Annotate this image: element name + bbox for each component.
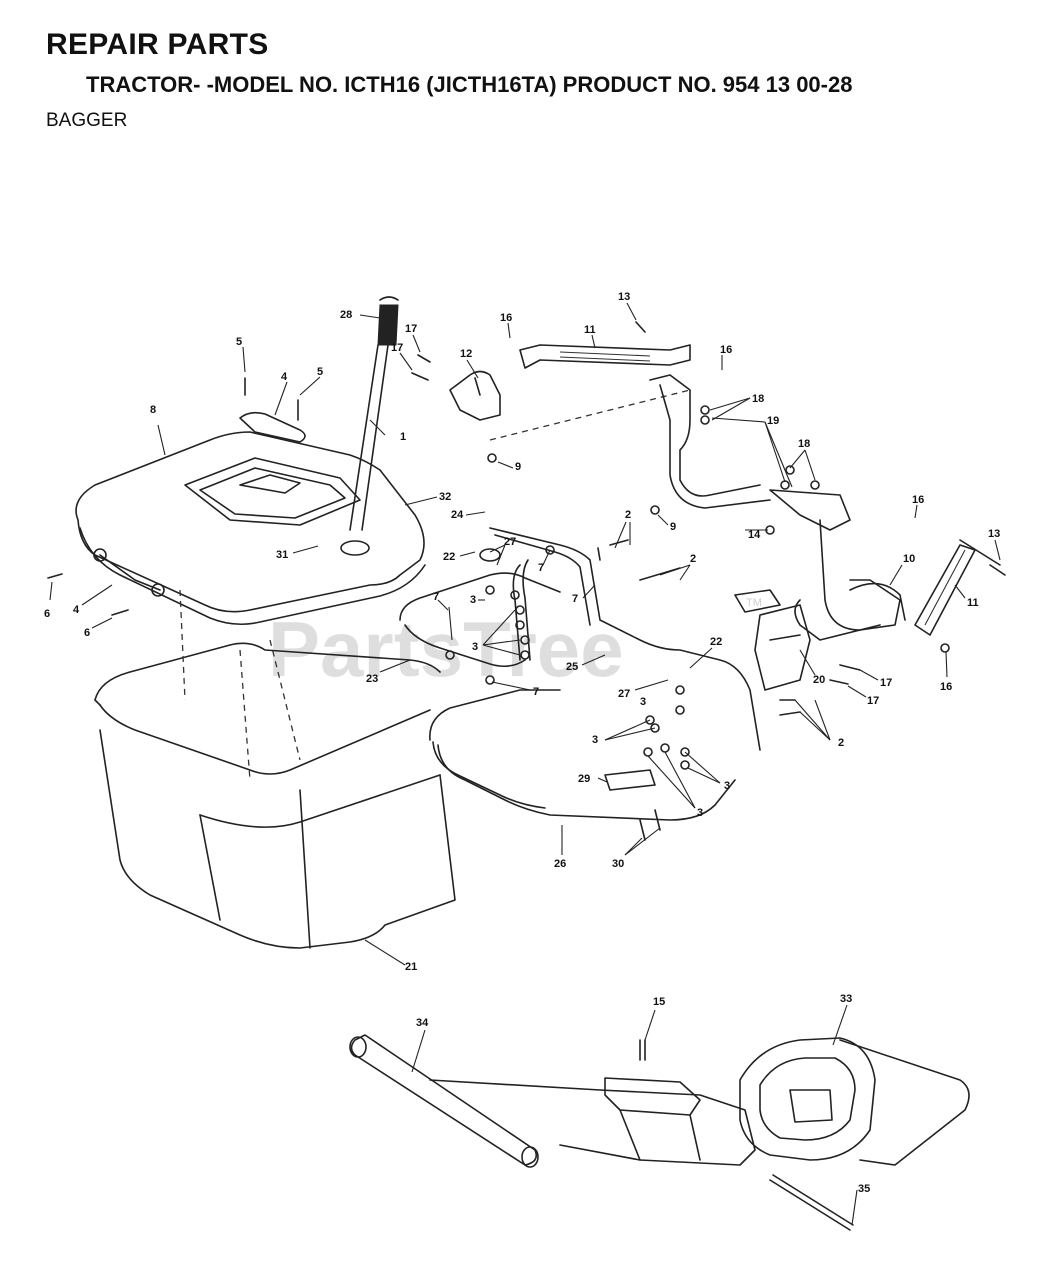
bag bbox=[99, 589, 456, 949]
callout-26: 26 bbox=[554, 858, 566, 870]
section-label: BAGGER bbox=[46, 110, 128, 131]
callout-5-a: 5 bbox=[236, 336, 242, 348]
callout-3-d: 3 bbox=[592, 734, 598, 746]
watermark: PartsTree TM bbox=[268, 597, 762, 693]
callout-3-a: 3 bbox=[470, 594, 476, 606]
callout-25: 25 bbox=[566, 661, 578, 673]
callout-34: 34 bbox=[416, 1017, 429, 1029]
callout-32: 32 bbox=[439, 491, 451, 503]
callout-4-b: 4 bbox=[73, 604, 80, 616]
callout-30: 30 bbox=[612, 858, 624, 870]
callout-7-b: 7 bbox=[572, 593, 578, 605]
callout-17-d: 17 bbox=[867, 695, 879, 707]
callout-6-a: 6 bbox=[44, 608, 50, 620]
callout-11-a: 11 bbox=[584, 324, 596, 336]
callout-2-b: 2 bbox=[690, 553, 696, 565]
top-brackets bbox=[449, 344, 901, 631]
callout-27-b: 27 bbox=[618, 688, 630, 700]
callout-5-b: 5 bbox=[317, 366, 323, 378]
callout-23: 23 bbox=[366, 673, 378, 685]
handle-assembly bbox=[349, 296, 399, 531]
callout-13-b: 13 bbox=[988, 528, 1000, 540]
callout-2-a: 2 bbox=[625, 509, 631, 521]
callout-11-b: 11 bbox=[967, 597, 979, 609]
watermark-text: PartsTree bbox=[268, 605, 624, 693]
callout-19: 19 bbox=[767, 415, 779, 427]
callout-29: 29 bbox=[578, 773, 590, 785]
callout-18-b: 18 bbox=[798, 438, 810, 450]
callout-13-a: 13 bbox=[618, 291, 630, 303]
callout-24: 24 bbox=[451, 509, 464, 521]
callout-8: 8 bbox=[150, 404, 156, 416]
callout-3-e: 3 bbox=[724, 780, 730, 792]
hardware bbox=[47, 321, 1006, 841]
callout-7-a: 7 bbox=[538, 562, 544, 574]
middle-frame bbox=[489, 527, 761, 751]
callouts: 1 2 2 2 3 3 3 3 3 3 4 4 5 5 6 6 7 7 7 bbox=[44, 291, 1001, 1226]
callout-10: 10 bbox=[903, 553, 915, 565]
blower-chute-assembly bbox=[349, 1034, 970, 1231]
callout-7-d: 7 bbox=[533, 686, 539, 698]
callout-14: 14 bbox=[748, 529, 761, 541]
right-side-rail bbox=[794, 539, 1001, 641]
callout-18-a: 18 bbox=[752, 393, 764, 405]
callout-1: 1 bbox=[400, 431, 406, 443]
callout-20: 20 bbox=[813, 674, 825, 686]
callout-16-b: 16 bbox=[720, 344, 732, 356]
callout-3-c: 3 bbox=[640, 696, 646, 708]
callout-12: 12 bbox=[460, 348, 472, 360]
lower-frame bbox=[429, 689, 736, 821]
hinge-bracket bbox=[734, 589, 811, 691]
callout-16-a: 16 bbox=[500, 312, 512, 324]
page-subtitle: TRACTOR- -MODEL NO. ICTH16 (JICTH16TA) P… bbox=[86, 72, 853, 97]
page-title: REPAIR PARTS bbox=[46, 28, 269, 61]
callout-17-c: 17 bbox=[880, 677, 892, 689]
callout-22-a: 22 bbox=[443, 551, 455, 563]
callout-15: 15 bbox=[653, 996, 665, 1008]
callout-16-c: 16 bbox=[912, 494, 924, 506]
callout-6-b: 6 bbox=[84, 627, 90, 639]
callout-35: 35 bbox=[858, 1183, 870, 1195]
callout-2-c: 2 bbox=[838, 737, 844, 749]
callout-3-f: 3 bbox=[697, 807, 703, 819]
callout-31: 31 bbox=[276, 549, 288, 561]
watermark-tm: TM bbox=[746, 597, 762, 609]
callout-21: 21 bbox=[405, 961, 417, 973]
callout-17-a: 17 bbox=[405, 323, 417, 335]
callout-22-b: 22 bbox=[710, 636, 722, 648]
callout-4-a: 4 bbox=[281, 371, 288, 383]
callout-33: 33 bbox=[840, 993, 852, 1005]
bagger-cover bbox=[75, 411, 426, 626]
callout-3-b: 3 bbox=[472, 641, 478, 653]
callout-28: 28 bbox=[340, 309, 352, 321]
callout-17-b: 17 bbox=[391, 342, 403, 354]
callout-9-a: 9 bbox=[515, 461, 521, 473]
callout-7-c: 7 bbox=[433, 591, 439, 603]
callout-9-b: 9 bbox=[670, 521, 676, 533]
callout-27-a: 27 bbox=[504, 536, 516, 548]
callout-16-d: 16 bbox=[940, 681, 952, 693]
bag-frame bbox=[94, 572, 561, 775]
